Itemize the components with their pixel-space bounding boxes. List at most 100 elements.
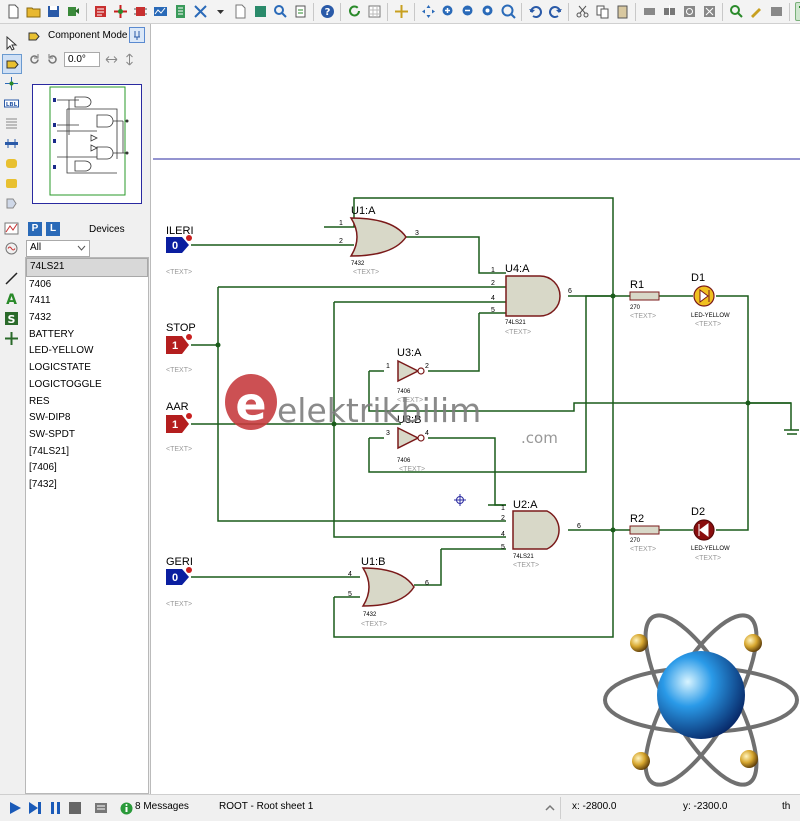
schematic-icon[interactable] [92, 3, 109, 20]
wire-label-icon[interactable]: LBL [2, 94, 20, 112]
input-geri[interactable]: GERI 0 <TEXT> [166, 556, 193, 608]
device-item-sw-spdt[interactable]: SW-SPDT [26, 427, 148, 444]
origin-icon[interactable] [393, 3, 410, 20]
pause-button[interactable] [49, 800, 63, 816]
generator-icon[interactable] [2, 239, 20, 257]
undo-icon[interactable] [527, 3, 544, 20]
document-icon[interactable] [232, 3, 249, 20]
subcircuit-icon[interactable] [2, 154, 20, 172]
stop-button[interactable] [67, 800, 83, 816]
gate-u1a[interactable]: U1:A 1 2 3 7432 <TEXT> [339, 205, 419, 276]
import-icon[interactable] [65, 3, 82, 20]
wire-autorouter-icon[interactable] [795, 2, 800, 21]
device-pins-icon[interactable] [2, 194, 20, 212]
cut-icon[interactable] [574, 3, 591, 20]
device-item-7432[interactable]: 7432 [26, 310, 148, 327]
gate-u1b[interactable]: U1:B 4 5 6 7432 <TEXT> [348, 556, 429, 628]
zoom-in-icon[interactable] [440, 3, 457, 20]
junction-dot-icon[interactable] [2, 74, 20, 92]
input-stop[interactable]: STOP 1 <TEXT> [166, 322, 196, 374]
rotation-angle-input[interactable]: 0.0° [64, 52, 100, 67]
pin-panel-button[interactable] [129, 27, 145, 43]
messages-status[interactable] [119, 800, 133, 816]
device-list[interactable]: 74LS21 7406 7411 7432 BATTERY LED-YELLOW… [25, 257, 149, 794]
overview-window[interactable] [32, 84, 142, 204]
property-icon[interactable] [292, 3, 309, 20]
pick-device-icon[interactable] [728, 3, 745, 20]
led-d1[interactable]: D1 LED-YELLOW <TEXT> [691, 272, 730, 328]
and-gate-symbol[interactable] [513, 511, 559, 549]
schematic-canvas[interactable]: ILERI 0 <TEXT> STOP 1 <TEXT> AAR 1 <TEXT… [150, 24, 800, 794]
pan-icon[interactable] [420, 3, 437, 20]
schematic-drawing[interactable]: ILERI 0 <TEXT> STOP 1 <TEXT> AAR 1 <TEXT… [151, 24, 800, 794]
chip-icon[interactable] [132, 3, 149, 20]
inverter-symbol[interactable] [398, 361, 418, 381]
resistor-r1[interactable]: R1 270 <TEXT> [630, 279, 659, 320]
text-script-icon[interactable] [2, 114, 20, 132]
rotate-anticlockwise-icon[interactable] [46, 53, 59, 66]
resistor-r2[interactable]: R2 270 <TEXT> [630, 513, 659, 553]
selection-mode-icon[interactable] [2, 34, 20, 52]
new-file-icon[interactable] [5, 3, 22, 20]
device-item-7406-bracket[interactable]: [7406] [26, 460, 148, 477]
device-filter-select[interactable]: All [26, 240, 90, 257]
or-gate-symbol[interactable] [351, 218, 406, 256]
block-move-icon[interactable] [661, 3, 678, 20]
device-item-7432-bracket[interactable]: [7432] [26, 477, 148, 494]
paste-icon[interactable] [614, 3, 631, 20]
zoom-area-icon[interactable] [500, 3, 517, 20]
device-item-7411[interactable]: 7411 [26, 293, 148, 310]
text-icon[interactable]: A [2, 289, 20, 307]
message-log-button[interactable] [93, 800, 109, 816]
simulation-graph-icon[interactable] [152, 3, 169, 20]
component-mode-icon[interactable] [2, 54, 22, 74]
pcb-layout-icon[interactable] [112, 3, 129, 20]
packaging-icon[interactable] [768, 3, 785, 20]
chevron-up-icon[interactable] [545, 803, 555, 813]
library-manager-button[interactable]: L [46, 222, 60, 236]
device-item-74ls21-bracket[interactable]: [74LS21] [26, 444, 148, 461]
resistor-symbol[interactable] [630, 292, 659, 300]
block-delete-icon[interactable] [701, 3, 718, 20]
mirror-horizontal-icon[interactable] [105, 53, 118, 66]
device-item-logictoggle[interactable]: LOGICTOGGLE [26, 377, 148, 394]
search-icon[interactable] [272, 3, 289, 20]
save-icon[interactable] [45, 3, 62, 20]
graph-mode-icon[interactable] [2, 219, 20, 237]
zoom-sheet-icon[interactable] [252, 3, 269, 20]
gate-u4a[interactable]: U4:A 1 2 4 5 6 74LS21 <TEXT> [491, 263, 572, 336]
rotate-clockwise-icon[interactable] [28, 53, 41, 66]
dropdown-arrow-icon[interactable] [212, 3, 229, 20]
open-folder-icon[interactable] [25, 3, 42, 20]
make-device-icon[interactable] [748, 3, 765, 20]
block-rotate-icon[interactable] [681, 3, 698, 20]
block-copy-icon[interactable] [641, 3, 658, 20]
play-button[interactable] [7, 800, 23, 816]
pick-devices-button[interactable]: P [28, 222, 42, 236]
step-button[interactable] [27, 800, 45, 816]
device-item-74ls21[interactable]: 74LS21 [26, 258, 148, 277]
bom-icon[interactable] [172, 3, 189, 20]
resistor-symbol[interactable] [630, 526, 659, 534]
line-icon[interactable] [2, 269, 20, 287]
gate-u2a[interactable]: U2:A 1 2 4 5 6 74LS21 <TEXT> [501, 499, 581, 569]
mirror-vertical-icon[interactable] [123, 53, 136, 66]
marker-icon[interactable] [2, 329, 20, 347]
symbol-icon[interactable]: S [2, 309, 20, 327]
input-aar[interactable]: AAR 1 <TEXT> [166, 401, 192, 453]
copy-icon[interactable] [594, 3, 611, 20]
zoom-out-icon[interactable] [460, 3, 477, 20]
device-item-battery[interactable]: BATTERY [26, 327, 148, 344]
inverter-symbol[interactable] [398, 428, 418, 448]
redo-icon[interactable] [547, 3, 564, 20]
device-item-led-yellow[interactable]: LED-YELLOW [26, 343, 148, 360]
device-item-logicstate[interactable]: LOGICSTATE [26, 360, 148, 377]
zoom-all-icon[interactable] [480, 3, 497, 20]
help-icon[interactable]: ? [319, 3, 336, 20]
terminals-icon[interactable] [2, 174, 20, 192]
device-item-7406[interactable]: 7406 [26, 277, 148, 294]
refresh-icon[interactable] [346, 3, 363, 20]
toggle-grid-icon[interactable] [366, 3, 383, 20]
device-item-res[interactable]: RES [26, 394, 148, 411]
buses-icon[interactable] [2, 134, 20, 152]
